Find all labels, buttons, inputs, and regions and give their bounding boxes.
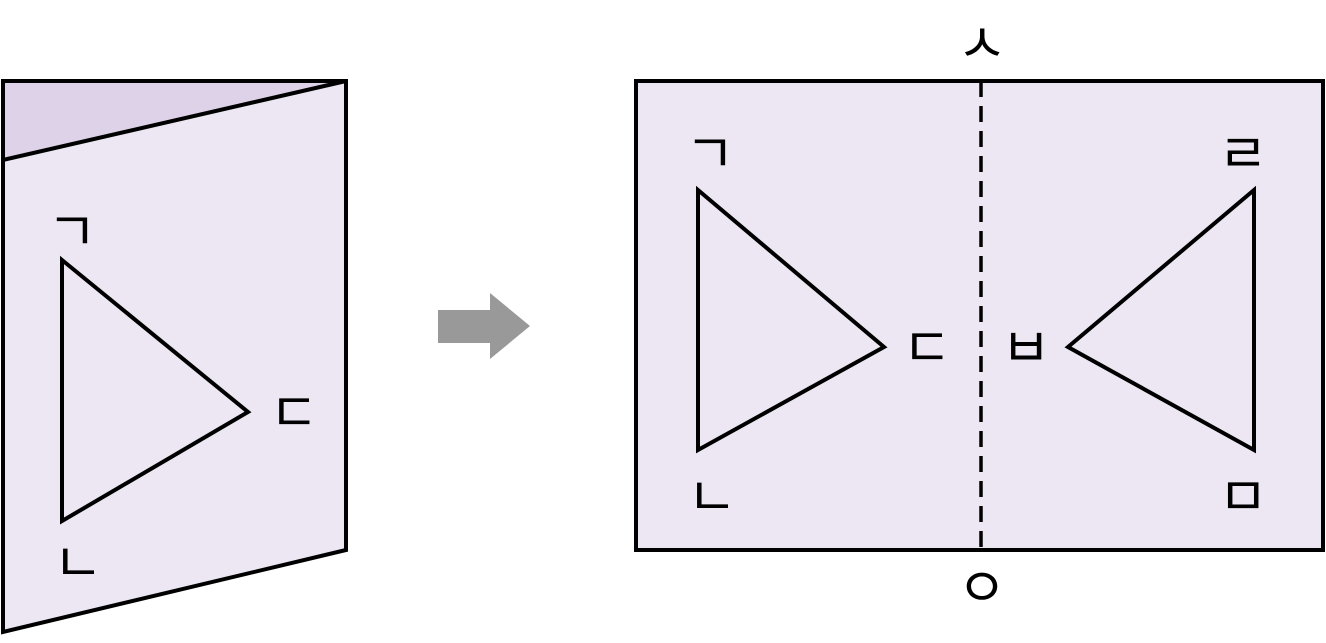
right-arrow-shape (438, 293, 530, 359)
right-arrow-icon (438, 293, 530, 359)
label-right-top: ㄹ (1218, 123, 1268, 186)
folded-paper: ㄱ ㄴ ㄷ (1, 79, 348, 635)
label-folded-right: ㄷ (269, 382, 319, 445)
label-right-bottom: ㅁ (1218, 466, 1268, 529)
label-left-bottom: ㄴ (687, 466, 737, 529)
label-fold-bottom: ㅇ (957, 557, 1007, 620)
right-triangle (1064, 185, 1256, 454)
unfolded-paper: ㅅ ㅇ ㄱ ㄴ ㄷ ㅂ ㄹ ㅁ (634, 13, 1325, 620)
left-triangle (696, 185, 888, 454)
label-left-apex: ㄷ (902, 317, 952, 380)
label-folded-top: ㄱ (47, 201, 97, 264)
label-left-top: ㄱ (685, 123, 735, 186)
folded-paper-triangle (60, 255, 252, 525)
label-right-apex: ㅂ (1001, 317, 1051, 380)
label-folded-bottom: ㄴ (53, 532, 103, 595)
folded-paper-flap (1, 79, 347, 163)
label-fold-top: ㅅ (957, 13, 1007, 76)
